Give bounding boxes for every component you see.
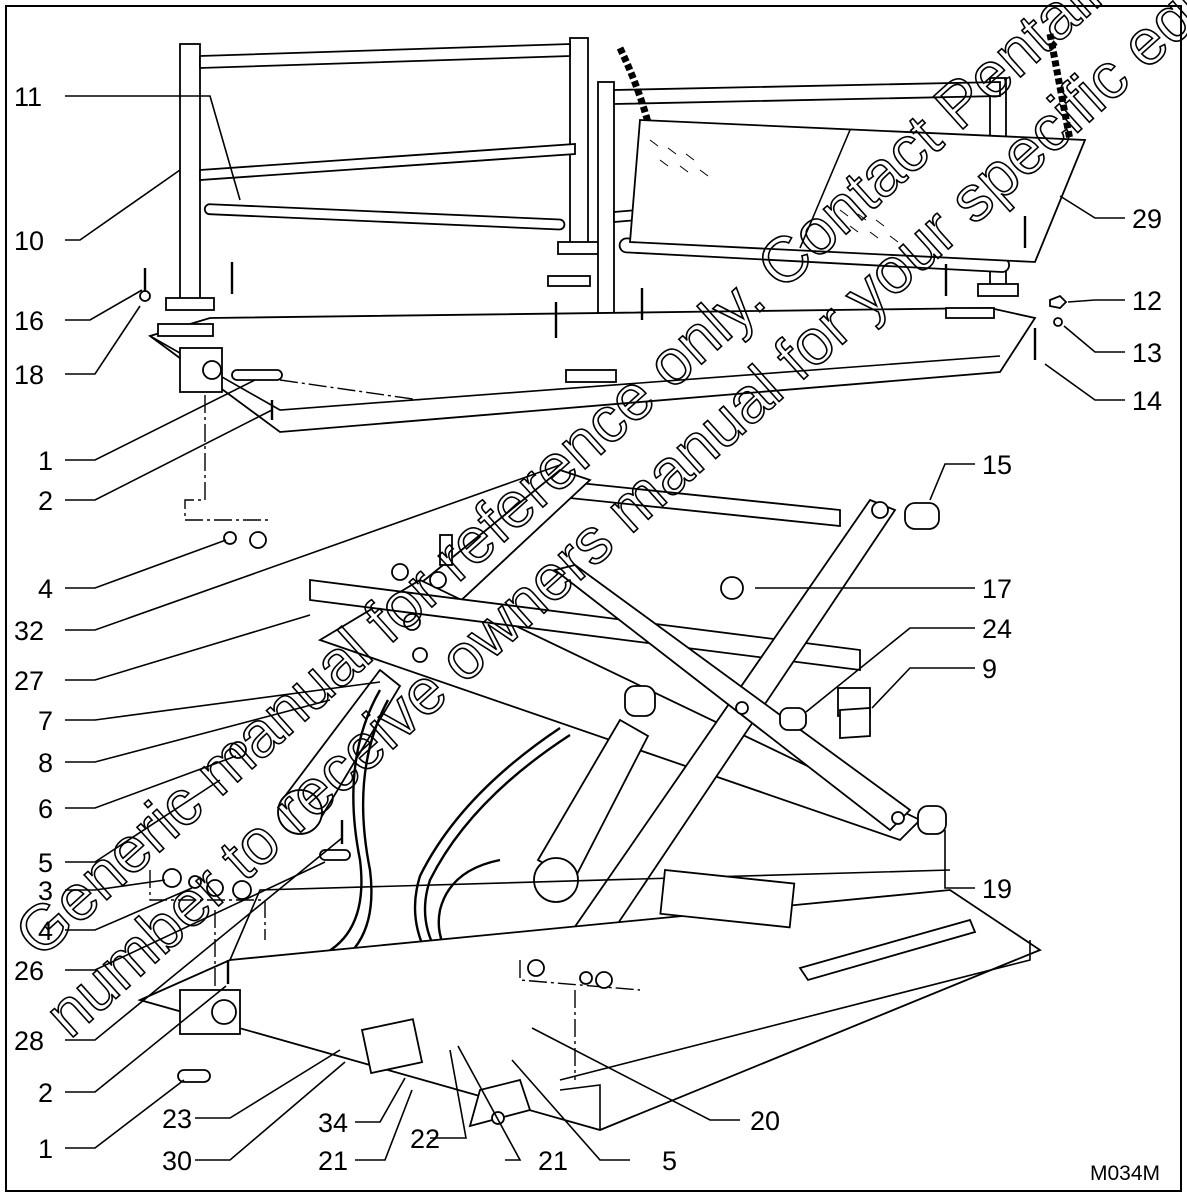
washer-3 (162, 868, 182, 888)
callout-1-lower: 1 (38, 1134, 53, 1164)
fitting-6 (229, 741, 247, 759)
callout-11: 11 (14, 82, 42, 112)
leader-19 (944, 830, 975, 889)
callout-9: 9 (982, 654, 997, 684)
leader-22 (430, 1049, 467, 1139)
callout-15: 15 (982, 450, 1012, 480)
washer-13 (1053, 317, 1063, 327)
drawing-code: M034M (1090, 1162, 1160, 1185)
callout-32: 32 (14, 616, 44, 646)
platform-deck (148, 275, 1037, 433)
leader-30 (195, 1061, 346, 1161)
leader-5b (511, 1059, 630, 1161)
leader-7 (65, 681, 381, 721)
drawing-border (5, 5, 1182, 1192)
washer-right-b (595, 971, 613, 989)
callout-labels: 11 10 16 18 1 2 4 32 27 7 8 6 5 3 4 26 2… (14, 82, 1162, 1176)
callout-16: 16 (14, 306, 44, 336)
leader-24 (805, 627, 975, 713)
leader-13 (1063, 325, 1125, 353)
callout-2-lower: 2 (38, 1078, 53, 1108)
callout-23: 23 (162, 1104, 192, 1134)
leader-21b (457, 1045, 522, 1161)
leader-10 (65, 169, 181, 241)
callout-24: 24 (982, 614, 1012, 644)
leader-28 (65, 837, 343, 1041)
pin-32 (439, 534, 453, 566)
scissor-frame (223, 468, 947, 982)
leader-26 (65, 861, 326, 971)
leader-5a (65, 779, 221, 863)
leader-8 (65, 699, 331, 763)
callout-4-lower: 4 (38, 916, 53, 946)
callout-34: 34 (318, 1108, 348, 1138)
callout-13: 13 (1132, 338, 1162, 368)
callout-19: 19 (982, 874, 1012, 904)
leader-23 (195, 1049, 341, 1119)
callout-5-left: 5 (38, 848, 53, 878)
nut-12 (1049, 294, 1068, 309)
callout-3: 3 (38, 876, 53, 906)
callout-26: 26 (14, 956, 44, 986)
callout-22: 22 (410, 1124, 440, 1154)
callout-6: 6 (38, 794, 53, 824)
callout-4-upper: 4 (38, 574, 53, 604)
callout-21-right: 21 (538, 1146, 568, 1176)
leader-20 (531, 1027, 740, 1121)
callout-27: 27 (14, 666, 44, 696)
callout-28: 28 (14, 1026, 44, 1056)
callout-2-upper: 2 (38, 486, 53, 516)
callout-10: 10 (14, 226, 44, 256)
leader-lines (65, 95, 1125, 1161)
cylinder-right (533, 685, 656, 903)
leader-1b (65, 1079, 185, 1149)
leader-3 (65, 879, 166, 891)
leader-16 (65, 289, 143, 321)
leader-2a (65, 409, 273, 501)
callout-14: 14 (1132, 386, 1162, 416)
callout-7: 7 (38, 706, 53, 736)
alignment-lines (149, 379, 641, 1080)
leader-4b (65, 887, 193, 931)
leader-9 (871, 667, 975, 709)
bushing-right (579, 971, 593, 985)
callout-8: 8 (38, 748, 53, 778)
leader-2b (65, 985, 227, 1093)
leader-4a (65, 539, 227, 589)
leader-29 (1059, 195, 1125, 219)
callout-29: 29 (1132, 204, 1162, 234)
leader-6 (65, 755, 237, 809)
base-frame (137, 869, 1042, 1131)
bolt-16 (139, 268, 151, 302)
callout-21-left: 21 (318, 1146, 348, 1176)
callout-12: 12 (1132, 286, 1162, 316)
leader-21a (355, 1089, 413, 1161)
leader-32 (65, 464, 561, 631)
bushing-4 (188, 875, 202, 889)
leader-12 (1067, 299, 1125, 303)
callout-18: 18 (14, 360, 44, 390)
leader-1a (65, 379, 256, 461)
leader-15 (929, 463, 975, 501)
chain-left (616, 46, 654, 131)
leader-14 (1044, 363, 1125, 401)
pad-9 (839, 707, 871, 739)
callout-17: 17 (982, 574, 1012, 604)
pin-eye (206, 879, 224, 897)
leader-18 (65, 305, 141, 375)
washer-right-a (527, 959, 545, 977)
leader-34 (355, 1077, 406, 1123)
callout-30: 30 (162, 1146, 192, 1176)
callout-1-upper: 1 (38, 446, 53, 476)
callout-5-bottom: 5 (662, 1146, 677, 1176)
callout-20: 20 (750, 1106, 780, 1136)
leader-11 (65, 95, 241, 201)
leader-27 (65, 614, 311, 681)
washer-left (232, 880, 252, 900)
